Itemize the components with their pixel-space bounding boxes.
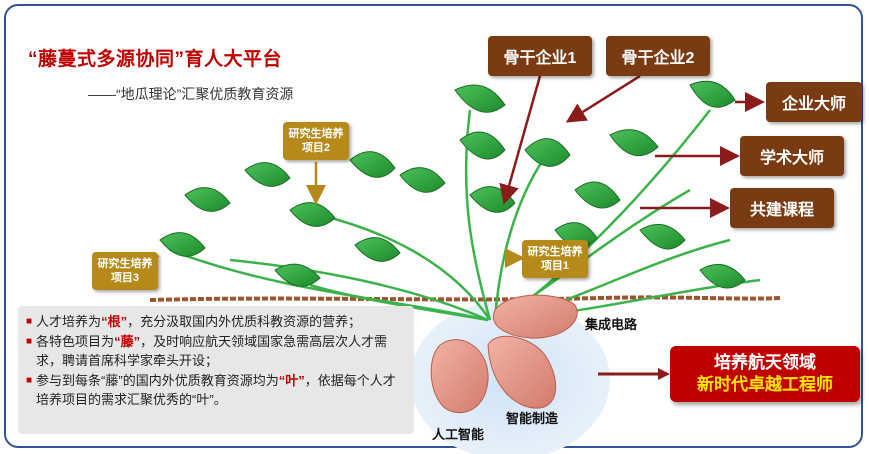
industry-master-label: 企业大师 bbox=[781, 96, 846, 113]
tuber-manufacturing bbox=[487, 335, 557, 409]
enterprise2-box: 骨干企业2 bbox=[606, 36, 710, 76]
joint-courses-box: 共建课程 bbox=[730, 188, 834, 228]
tuber-label-manufacturing: 智能制造 bbox=[506, 411, 559, 426]
project2-box: 研究生培养项目2 bbox=[283, 122, 349, 160]
soil-line bbox=[149, 295, 781, 302]
bullet-vine: ■ 各特色项目为“藤”，及时响应航天领域国家急需高层次人才需求，聘请首席科学家牵… bbox=[26, 332, 406, 370]
bullet-leaf: ■ 参与到每条“藤”的国内外优质教育资源均为“叶”，依据每个人才培养项目的需求汇… bbox=[26, 371, 406, 409]
bullet-text: 各特色项目为“藤”，及时响应航天领域国家急需高层次人才需求，聘请首席科学家牵头开… bbox=[36, 334, 388, 368]
bullet-root: ■ 人才培养为“根”，充分汲取国内外优质科教资源的营养； bbox=[26, 312, 406, 331]
goal-line2: 新时代卓越工程师 bbox=[697, 375, 833, 394]
goal-line1: 培养航天领域 bbox=[714, 353, 816, 372]
industry-master-box: 企业大师 bbox=[766, 82, 862, 122]
goal-arrow bbox=[598, 368, 670, 380]
enterprise1-label: 骨干企业1 bbox=[503, 50, 577, 67]
enterprise-arrows bbox=[499, 74, 765, 218]
tubers bbox=[430, 294, 578, 414]
tuber-label-ai: 人工智能 bbox=[432, 427, 485, 442]
bullet-text: 人才培养为“根”，充分汲取国内外优质科教资源的营养； bbox=[36, 314, 362, 329]
project1-label: 研究生培养项目1 bbox=[527, 246, 583, 272]
page-subtitle: ——“地瓜理论”汇聚优质教育资源 bbox=[88, 86, 294, 102]
bullet-text: 参与到每条“藤”的国内外优质教育资源均为“叶”，依据每个人才培养项目的需求汇聚优… bbox=[36, 373, 396, 407]
enterprise2-label: 骨干企业2 bbox=[621, 50, 695, 67]
joint-courses-label: 共建课程 bbox=[749, 202, 814, 219]
goal-box: 培养航天领域 新时代卓越工程师 bbox=[670, 346, 860, 402]
bullet-square-icon: ■ bbox=[26, 316, 33, 327]
tuber-ai bbox=[430, 339, 489, 414]
page-title: “藤蔓式多源协同”育人大平台 bbox=[28, 49, 283, 70]
explanation-box: ■ 人才培养为“根”，充分汲取国内外优质科教资源的营养； ■ 各特色项目为“藤”… bbox=[18, 306, 414, 434]
project2-label: 研究生培养项目2 bbox=[288, 128, 344, 154]
project3-label: 研究生培养项目3 bbox=[97, 258, 153, 284]
tuber-label-ic: 集成电路 bbox=[585, 317, 638, 332]
enterprise1-box: 骨干企业1 bbox=[488, 36, 592, 76]
project3-box: 研究生培养项目3 bbox=[92, 252, 158, 290]
academic-master-box: 学术大师 bbox=[740, 136, 844, 176]
project1-box: 研究生培养项目1 bbox=[522, 240, 588, 278]
leaves bbox=[159, 80, 746, 289]
tuber-ic bbox=[492, 294, 578, 339]
bullet-square-icon: ■ bbox=[26, 375, 33, 386]
academic-master-label: 学术大师 bbox=[759, 150, 824, 167]
bullet-square-icon: ■ bbox=[26, 336, 33, 347]
